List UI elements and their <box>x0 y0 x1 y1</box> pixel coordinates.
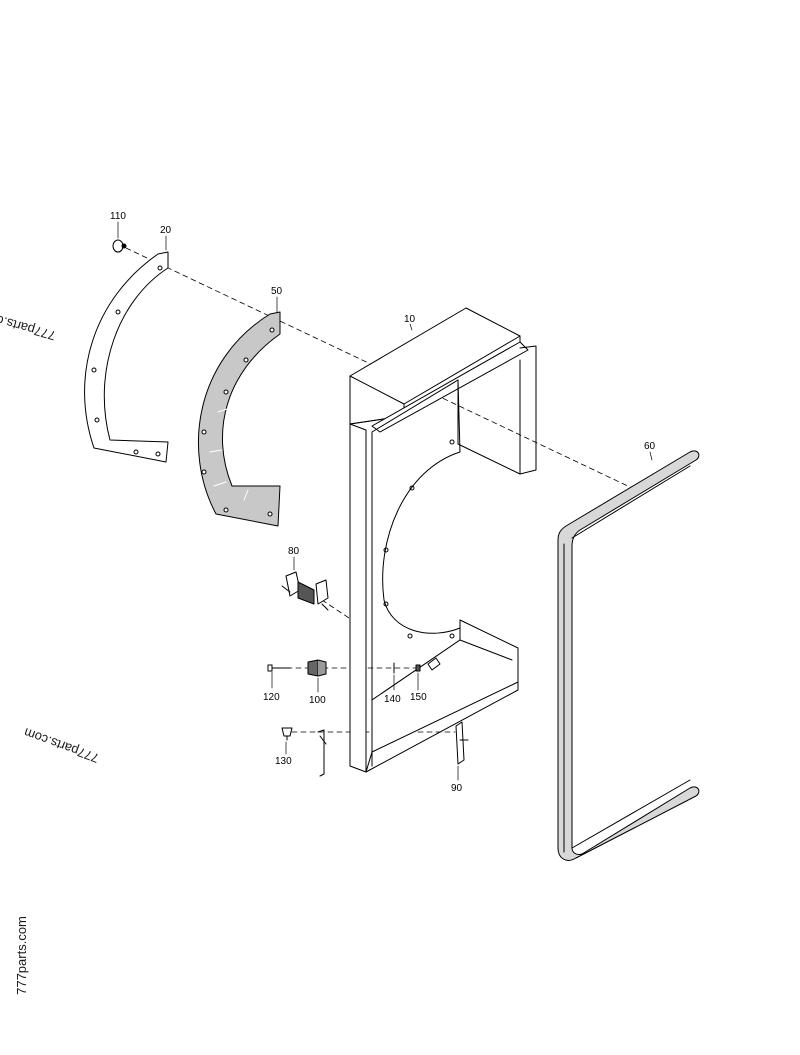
callout-90: 90 <box>451 783 463 794</box>
callout-110: 110 <box>110 211 126 222</box>
callout-50: 50 <box>271 286 283 297</box>
part-60-seal-frame <box>557 450 700 861</box>
part-100-bushing <box>307 659 327 677</box>
part-50-arc-plate <box>198 311 281 527</box>
callout-60: 60 <box>644 441 656 452</box>
part-110-fastener <box>112 239 127 253</box>
latch-plate <box>317 729 327 777</box>
callout-150: 150 <box>410 692 427 703</box>
callout-20: 20 <box>160 225 172 236</box>
callout-100: 100 <box>309 695 326 706</box>
assembly-lines <box>125 247 633 733</box>
part-150-clip <box>415 664 421 672</box>
callout-120: 120 <box>263 692 280 703</box>
part-90-latch <box>455 721 469 765</box>
callout-labels: 110 20 50 10 60 80 120 100 140 150 130 9… <box>110 211 656 794</box>
part-20-arc-gasket <box>84 251 169 463</box>
part-120-screw <box>267 664 291 672</box>
part-80-lock <box>281 571 329 611</box>
watermark-side: 777parts.com <box>13 916 29 995</box>
callout-130: 130 <box>275 756 292 767</box>
callout-80: 80 <box>288 546 300 557</box>
callout-140: 140 <box>384 694 401 705</box>
part-10-housing <box>349 307 537 773</box>
callout-10: 10 <box>404 314 416 325</box>
leader-lines <box>117 221 653 781</box>
part-130-screw <box>281 727 293 741</box>
